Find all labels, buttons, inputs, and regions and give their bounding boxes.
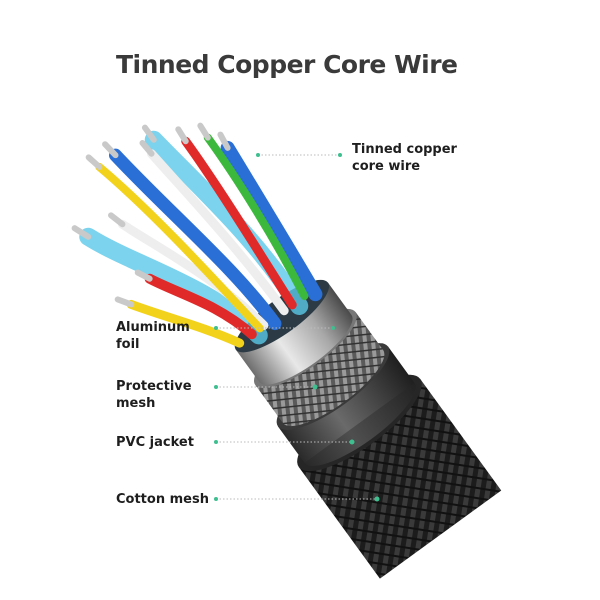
protective-mesh-layer: [255, 312, 384, 423]
leader-dot: [214, 440, 218, 444]
leader-dot: [349, 439, 355, 445]
label-line: Aluminum: [116, 320, 190, 335]
label-aluminum-foil: Aluminum foil: [116, 319, 216, 353]
label-line: core wire: [352, 159, 421, 174]
leader-dot: [214, 326, 218, 330]
leader-dot: [331, 326, 335, 330]
leader-dot: [338, 153, 342, 157]
label-line: Protective: [116, 379, 192, 394]
label-protective-mesh: Protective mesh: [116, 378, 216, 412]
pvc-jacket-layer: [278, 346, 415, 463]
leader-dot: [214, 385, 218, 389]
leader-dot: [256, 153, 260, 157]
aluminum-foil-layer: [235, 282, 352, 382]
page-title: Tinned Copper Core Wire: [116, 50, 458, 79]
label-line: mesh: [116, 396, 156, 411]
label-line: Tinned copper: [352, 142, 457, 157]
label-core-wire: Tinned copper core wire: [352, 141, 482, 175]
leader-dot: [214, 497, 218, 501]
core-wires: [71, 122, 323, 348]
leader-dot: [312, 384, 318, 390]
label-pvc-jacket: PVC jacket: [116, 435, 194, 450]
cotton-mesh-layer: [298, 378, 502, 579]
label-cotton-mesh: Cotton mesh: [116, 492, 209, 507]
label-line: foil: [116, 337, 140, 352]
leader-dot: [374, 496, 380, 502]
